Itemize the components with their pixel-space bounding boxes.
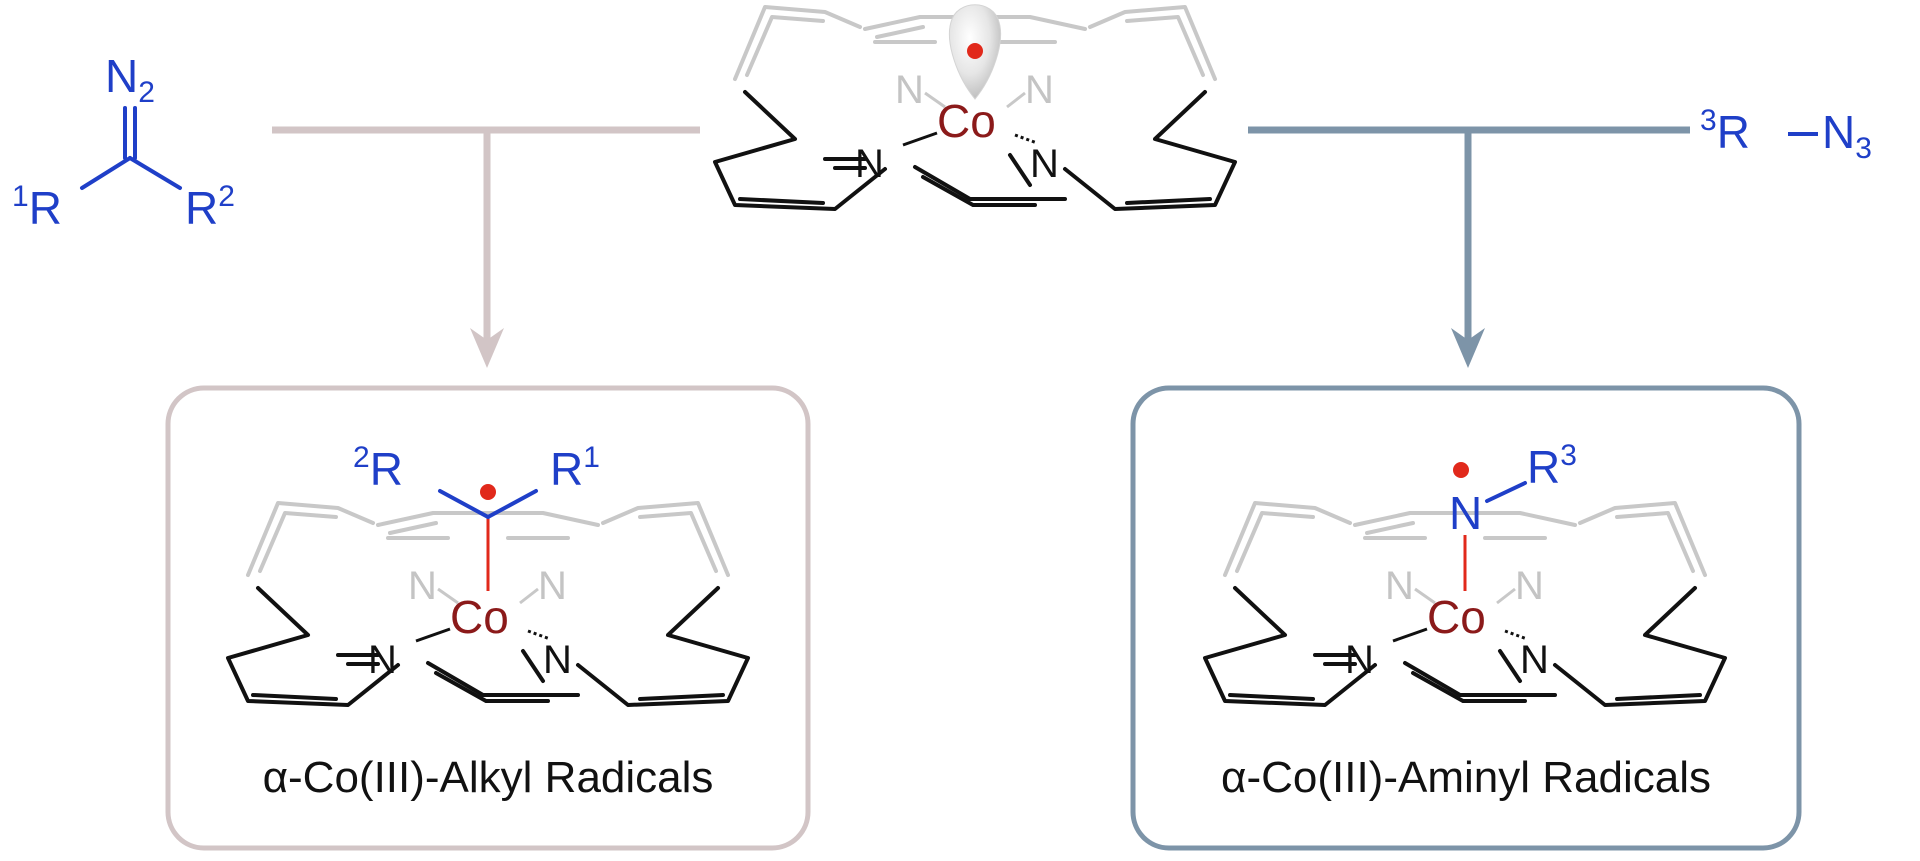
radical-dot: [967, 43, 983, 59]
azide-r3: 3R: [1700, 104, 1750, 158]
aminyl-radical-caption: α-Co(III)-Aminyl Radicals: [1221, 753, 1711, 802]
product-r1: R1: [550, 441, 600, 495]
alkyl-radical-complex: N N 2R R1 Co N N: [226, 441, 750, 707]
cobalt-center: Co: [937, 95, 996, 147]
back-n-right: N: [538, 564, 567, 608]
azide-n3: N3: [1822, 106, 1872, 165]
aminyl-pathway: [1248, 126, 1690, 342]
front-n-left: N: [1345, 638, 1374, 682]
alkyl-pathway: [272, 126, 700, 342]
diazo-r1: 1R: [12, 180, 62, 234]
aminyl-arrowhead: [1451, 328, 1485, 368]
nitrogen-radical-dot: [1453, 462, 1469, 478]
front-n-left: N: [368, 638, 397, 682]
diazo-n2: N2: [105, 50, 155, 109]
product-r2: 2R: [353, 441, 403, 495]
alkyl-radical-box: N N 2R R1 Co N N α-Co(III)-Alkyl Radical…: [165, 385, 811, 851]
alkyl-radical-caption: α-Co(III)-Alkyl Radicals: [263, 753, 714, 802]
front-n-left: N: [855, 142, 884, 186]
aminyl-n: N: [1449, 487, 1482, 539]
back-n-left: N: [1385, 564, 1414, 608]
back-n-left: N: [895, 68, 924, 112]
front-n-right: N: [1030, 142, 1059, 186]
product-r3: R3: [1527, 439, 1577, 493]
azide-reagent: 3R N3: [1700, 104, 1872, 165]
back-n-left: N: [408, 564, 437, 608]
cobalt-center: Co: [1427, 591, 1486, 643]
cobalt-center: Co: [450, 591, 509, 643]
alkyl-arrowhead: [470, 328, 504, 368]
carbon-radical-dot: [480, 484, 496, 500]
back-n-right: N: [1515, 564, 1544, 608]
back-n-right: N: [1025, 68, 1054, 112]
front-n-right: N: [543, 638, 572, 682]
aminyl-radical-complex: N N N R3 Co N N: [1203, 439, 1727, 707]
cobalt-porphyrin-catalyst: N N Co N N: [713, 4, 1237, 211]
aminyl-radical-box: N N N R3 Co N N α-Co(III)-Aminyl Radical…: [1130, 385, 1802, 851]
diazo-reagent: N2 1R R2: [12, 50, 235, 234]
diazo-r2: R2: [185, 180, 235, 234]
front-n-right: N: [1520, 638, 1549, 682]
